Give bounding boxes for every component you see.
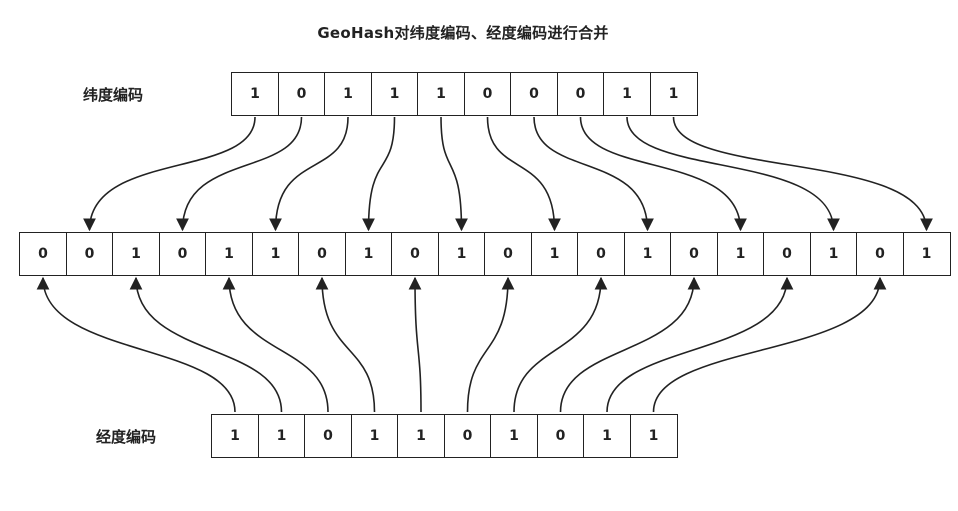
latitude-to-merged-arrow xyxy=(579,116,747,232)
longitude-to-merged-arrow xyxy=(606,276,794,413)
merged-bit-cell: 0 xyxy=(391,232,439,276)
latitude-to-merged-arrow xyxy=(486,116,561,232)
diagram-title: GeoHash对纬度编码、经度编码进行合并 xyxy=(317,24,609,42)
longitude-to-merged-arrow xyxy=(36,276,236,413)
latitude-to-merged-arrow xyxy=(176,116,303,232)
merged-bit-cell: 0 xyxy=(298,232,346,276)
longitude-to-merged-arrow xyxy=(559,276,701,413)
merged-bit-cell: 0 xyxy=(763,232,811,276)
latitude-bit-cell: 0 xyxy=(556,72,605,116)
latitude-bit-cell: 0 xyxy=(277,72,326,116)
latitude-to-merged-arrow xyxy=(626,116,840,232)
latitude-bit-cell: 1 xyxy=(417,72,465,116)
latitude-to-merged-arrow xyxy=(269,116,349,232)
latitude-to-merged-arrow xyxy=(362,116,396,232)
merged-bit-cell: 0 xyxy=(484,232,532,276)
longitude-to-merged-arrow xyxy=(652,276,887,413)
latitude-to-merged-arrow xyxy=(533,116,654,232)
longitude-bit-cell: 1 xyxy=(629,414,678,458)
latitude-to-merged-arrow xyxy=(672,116,933,232)
longitude-bit-cell: 1 xyxy=(350,414,399,458)
latitude-bit-cell: 0 xyxy=(463,72,512,116)
latitude-bit-cell: 1 xyxy=(370,72,419,116)
longitude-bit-cell: 0 xyxy=(536,414,585,458)
latitude-bit-cell: 1 xyxy=(649,72,698,116)
merged-bit-cell: 1 xyxy=(112,232,160,276)
merged-bit-cell: 1 xyxy=(344,232,393,276)
longitude-to-merged-arrow xyxy=(466,276,515,413)
merged-bit-cell: 1 xyxy=(251,232,300,276)
merged-bit-cell: 0 xyxy=(577,232,625,276)
longitude-to-merged-arrow xyxy=(408,276,422,413)
merged-bit-cell: 1 xyxy=(716,232,765,276)
latitude-label: 纬度编码 xyxy=(83,86,144,104)
longitude-bit-cell: 1 xyxy=(397,414,445,458)
longitude-to-merged-arrow xyxy=(129,276,283,413)
merged-bit-cell: 0 xyxy=(158,232,207,276)
merged-bit-cell: 1 xyxy=(205,232,253,276)
merged-bit-cell: 1 xyxy=(530,232,579,276)
longitude-to-merged-arrow xyxy=(315,276,376,413)
longitude-to-merged-arrow xyxy=(222,276,329,413)
longitude-bit-cell: 0 xyxy=(443,414,492,458)
merged-bit-cell: 0 xyxy=(65,232,114,276)
merged-bit-cell: 1 xyxy=(437,232,486,276)
longitude-to-merged-arrow xyxy=(513,276,608,413)
merged-bit-cell: 0 xyxy=(19,232,67,276)
longitude-bit-cell: 0 xyxy=(304,414,352,458)
latitude-bit-cell: 1 xyxy=(324,72,372,116)
latitude-to-merged-arrow xyxy=(83,116,256,232)
merged-bit-cell: 0 xyxy=(670,232,718,276)
longitude-label: 经度编码 xyxy=(96,428,157,446)
latitude-to-merged-arrow xyxy=(440,116,468,232)
merged-bit-cell: 1 xyxy=(902,232,951,276)
